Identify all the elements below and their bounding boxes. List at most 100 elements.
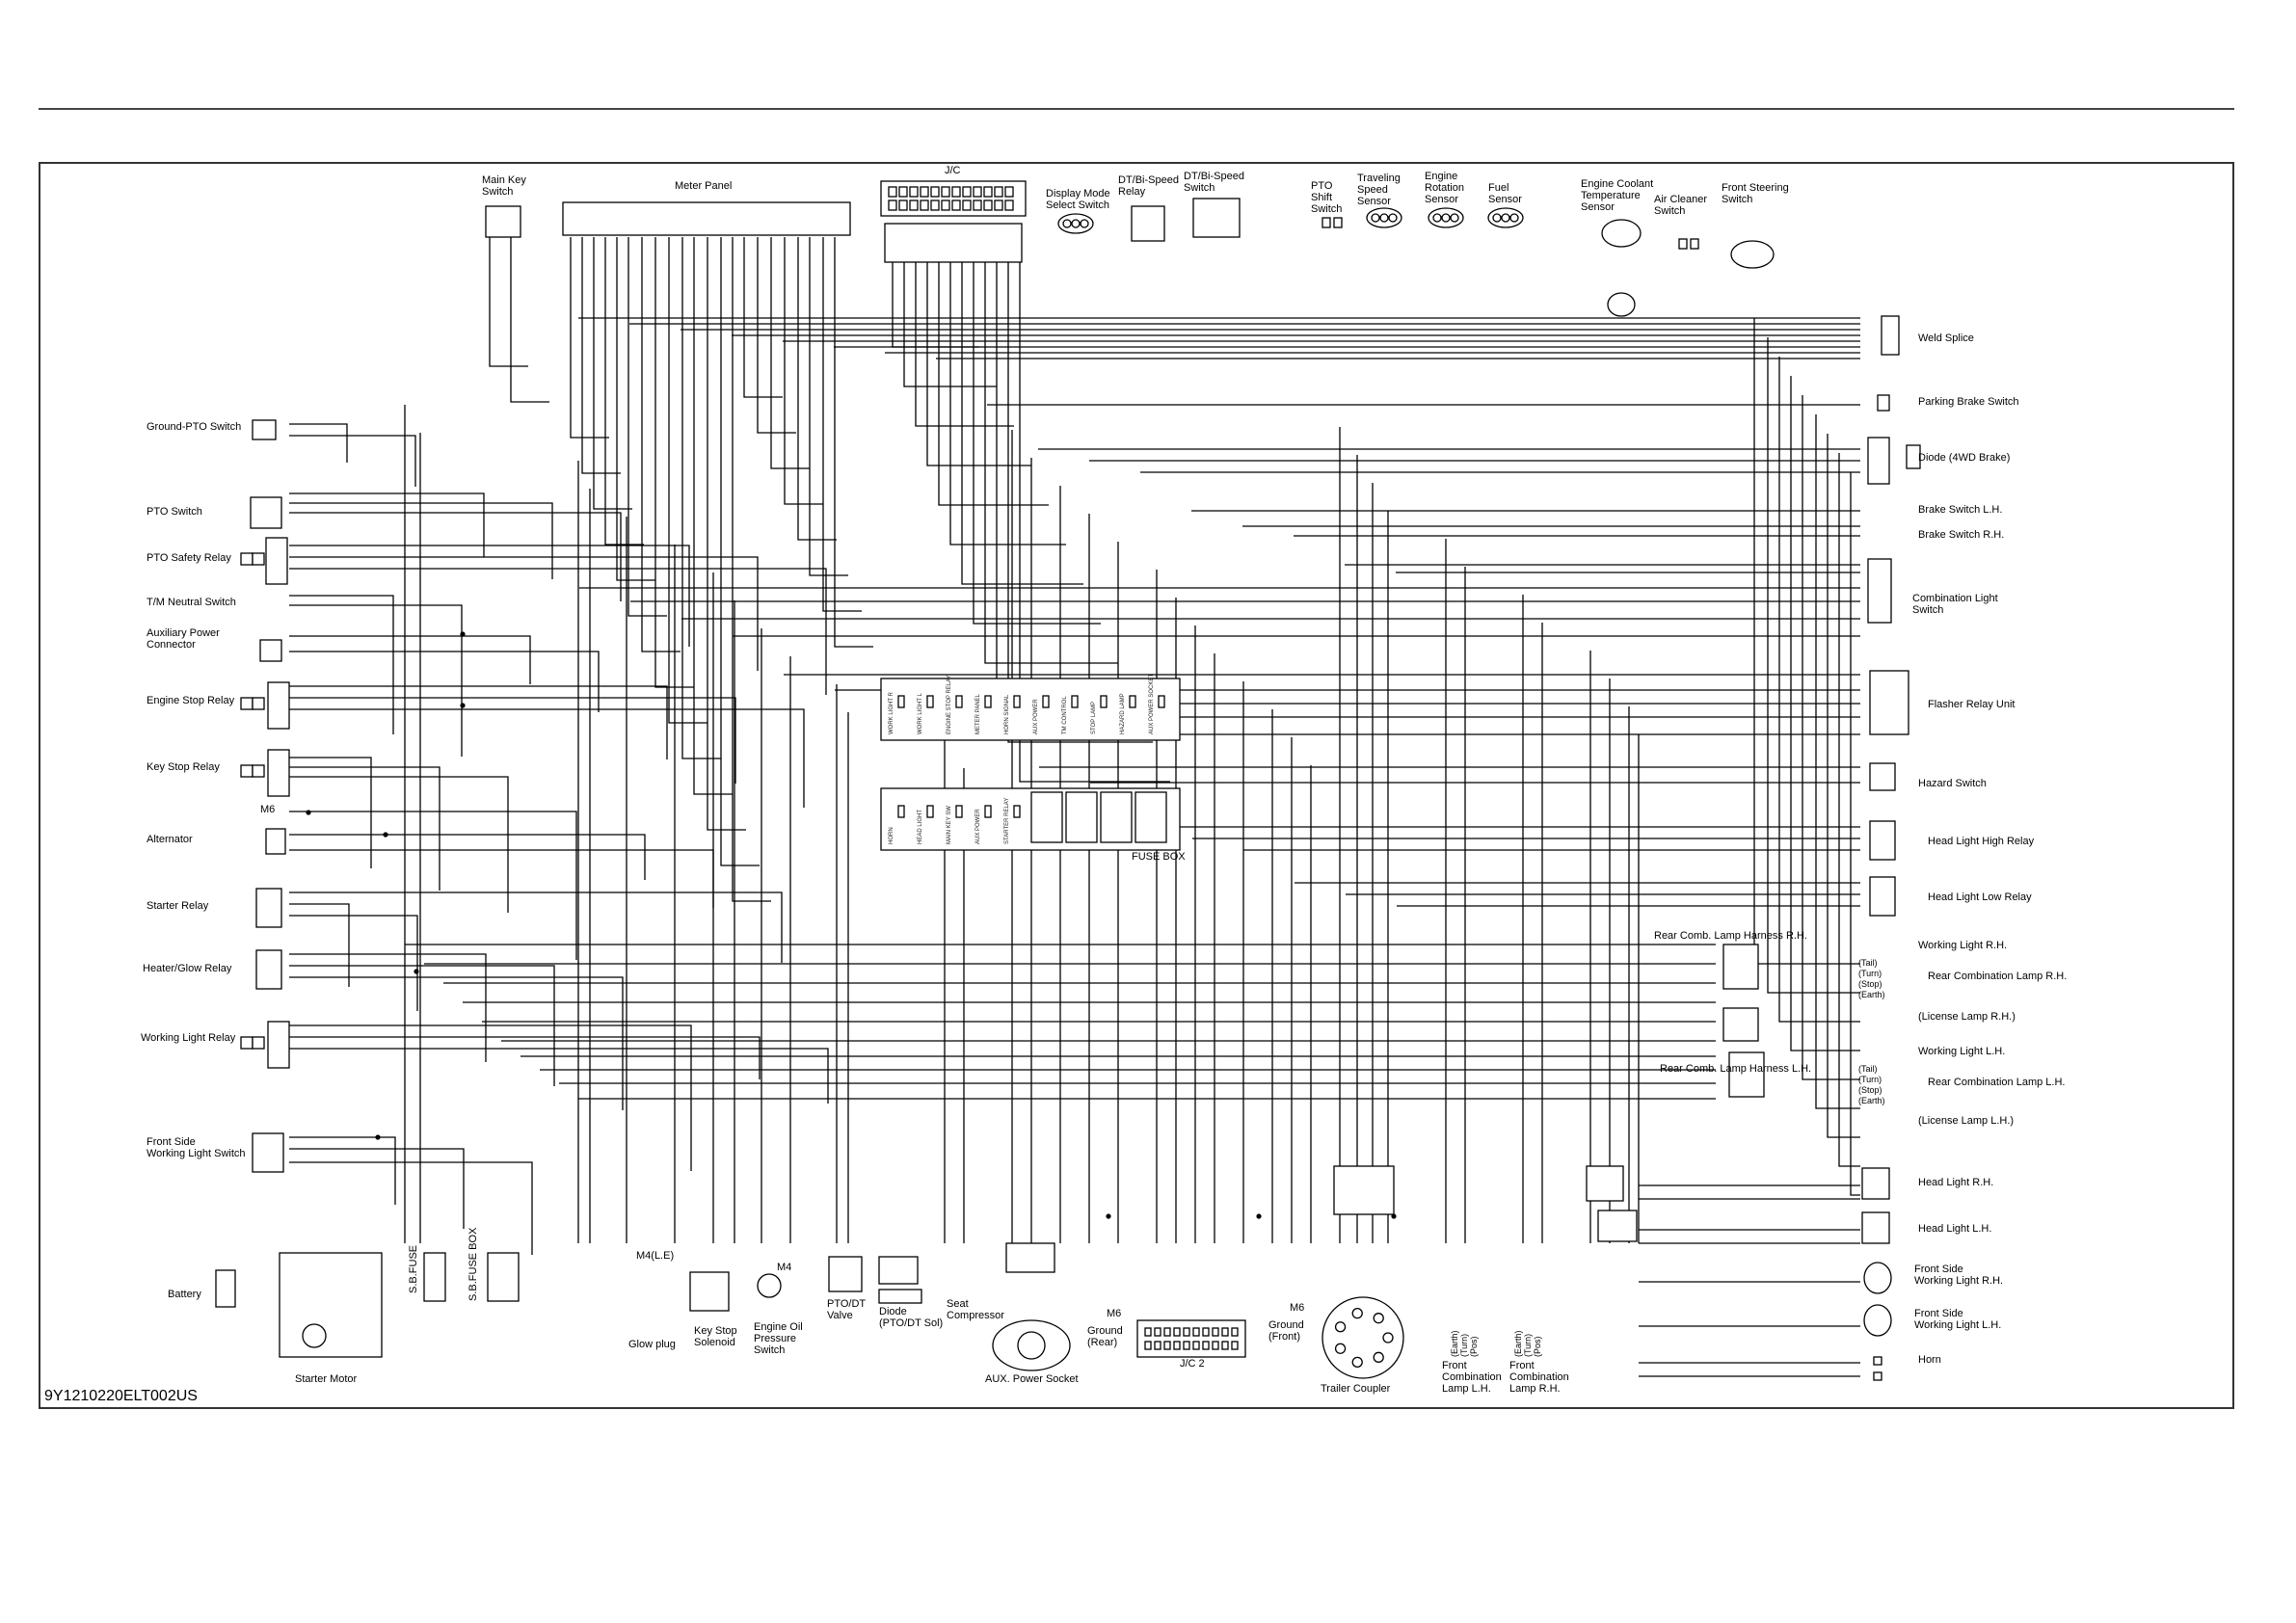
meter-wire xyxy=(757,237,796,434)
working-light-relay-block xyxy=(267,1021,290,1069)
label-key-stop: Key Stop Relay xyxy=(147,761,220,773)
jc-pin xyxy=(994,200,1003,211)
travel-speed-connector-pin xyxy=(1371,213,1380,223)
jc2-pin xyxy=(1192,1341,1200,1350)
relay-pin-box xyxy=(252,552,265,566)
right-bundle-wire xyxy=(1767,337,1860,994)
air-cleaner-pin xyxy=(1690,238,1699,250)
jc-pin xyxy=(898,200,908,211)
fuse-label-upper: AUX POWER xyxy=(1033,699,1039,734)
jc-pin xyxy=(1004,186,1014,198)
label-ground-rear: Ground(Rear) xyxy=(1087,1325,1123,1348)
jc2-pin xyxy=(1163,1327,1171,1337)
lamp-pin-label-rh: (Stop) xyxy=(1858,979,1882,989)
jc2-pin xyxy=(1183,1327,1190,1337)
label-hl-low: Head Light Low Relay xyxy=(1928,891,2032,903)
meter-wire xyxy=(707,237,746,831)
left-feed-wire xyxy=(289,604,463,757)
fuse-element xyxy=(1158,695,1165,708)
fuse-element xyxy=(984,695,992,708)
label-rear-harness-rh: Rear Comb. Lamp Harness R.H. xyxy=(1654,930,1807,942)
jc2-pin xyxy=(1221,1327,1229,1337)
label-hl-high: Head Light High Relay xyxy=(1928,836,2035,847)
jc-pin xyxy=(951,186,961,198)
rear-harness-rh-block xyxy=(1722,944,1759,990)
right-bundle-wire xyxy=(1790,376,1860,1051)
fuse-element xyxy=(926,805,934,818)
fuse-label-lower: HORN xyxy=(889,827,894,844)
left-feed-wire xyxy=(289,685,668,759)
fuse-label-upper: TM CONTROL xyxy=(1062,696,1068,734)
label-rear-comb-rh: Rear Combination Lamp R.H. xyxy=(1928,971,2067,982)
relay-pin-box xyxy=(240,764,254,778)
left-feed-wire xyxy=(289,1136,396,1205)
fuse-label-upper: STOP LAMP xyxy=(1091,702,1097,734)
fuse-element xyxy=(1013,695,1021,708)
fuse-element xyxy=(926,695,934,708)
dt-switch-block xyxy=(1192,198,1241,238)
label-working-light-relay: Working Light Relay xyxy=(141,1032,236,1044)
jc2-pin xyxy=(1221,1341,1229,1350)
fuse-label-upper: METER PANEL xyxy=(975,693,981,734)
meter-wire xyxy=(732,237,771,902)
left-feed-wire xyxy=(289,766,441,891)
label-diode-pto: Diode(PTO/DT Sol) xyxy=(879,1306,943,1329)
relay-pin-box xyxy=(252,764,265,778)
jc2-pin xyxy=(1173,1341,1181,1350)
label-horn: Horn xyxy=(1918,1354,1941,1366)
label-aux-socket: AUX. Power Socket xyxy=(985,1373,1079,1385)
jc2-pin xyxy=(1202,1327,1210,1337)
label-license-lh: (License Lamp L.H.) xyxy=(1918,1115,2014,1127)
front-side-switch-block xyxy=(252,1132,284,1173)
fuel-sensor-connector-pin xyxy=(1492,213,1502,223)
splice-dot xyxy=(1106,1213,1111,1219)
travel-speed-connector-pin xyxy=(1388,213,1398,223)
aux-power-block xyxy=(259,639,282,662)
flasher-relay-block xyxy=(1869,670,1909,735)
jc-pin xyxy=(909,200,919,211)
jc-pin xyxy=(930,200,940,211)
front-lamp-pin-lh: (Earth) xyxy=(1450,1330,1459,1357)
display-mode-connector-pin xyxy=(1080,219,1089,228)
fuse-element xyxy=(955,805,963,818)
left-feed-wire xyxy=(289,651,600,712)
jc2-pin xyxy=(1173,1327,1181,1337)
label-license-rh: (License Lamp R.H.) xyxy=(1918,1011,2016,1023)
jc-wire xyxy=(984,262,1118,664)
meter-wire xyxy=(681,237,721,759)
rear-harness-lh-block xyxy=(1728,1051,1765,1098)
fuse-element xyxy=(1042,695,1050,708)
lamp-pin-label-lh: (Turn) xyxy=(1858,1075,1882,1084)
battery-symbol xyxy=(215,1269,236,1308)
label-pto-safety: PTO Safety Relay xyxy=(147,552,231,564)
left-feed-wire xyxy=(289,502,553,579)
jc-pin xyxy=(888,200,897,211)
jc2-pin xyxy=(1231,1341,1239,1350)
coolant-sensor-body xyxy=(1607,292,1636,317)
front-combination-connector-2 xyxy=(1597,1210,1638,1242)
left-feed-wire xyxy=(289,512,622,601)
jc-pin xyxy=(920,186,929,198)
front-lamp-pin-rh: (Pos) xyxy=(1533,1336,1542,1357)
jc-lower-block xyxy=(884,223,1023,263)
jc2-pin xyxy=(1212,1327,1219,1337)
label-alternator: Alternator xyxy=(147,834,193,845)
jc-wire xyxy=(903,262,997,387)
label-m6: M6 xyxy=(260,804,275,815)
label-starter-relay: Starter Relay xyxy=(147,900,209,912)
fuse-element xyxy=(897,695,905,708)
label-fuse-box: FUSE BOX xyxy=(1132,851,1186,863)
front-lamp-pin-rh: (Turn) xyxy=(1523,1334,1533,1357)
splice-dot xyxy=(414,969,419,974)
fuse-element xyxy=(984,805,992,818)
right-bundle-wire xyxy=(1753,318,1860,965)
relay-pin-box xyxy=(252,697,265,710)
jc-pin xyxy=(962,200,972,211)
jc-pin xyxy=(941,186,950,198)
